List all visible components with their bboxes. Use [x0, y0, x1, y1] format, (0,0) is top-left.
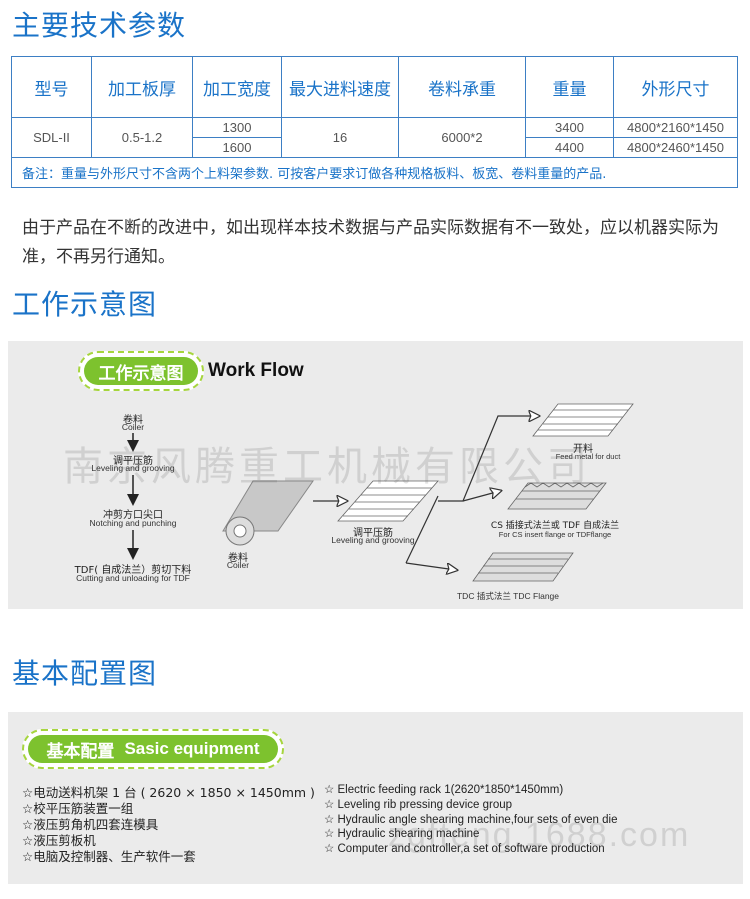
cell-coil-weight: 6000*2 [398, 117, 526, 158]
cs-label-en: For CS insert flange or TDFflange [498, 530, 612, 539]
list-item: ☆ Hydraulic angle shearing machine,four … [324, 813, 618, 826]
params-section-title: 主要技术参数 [12, 9, 187, 42]
step-4-en: Cutting and unloading for TDF [76, 573, 190, 583]
list-item: ☆ Electric feeding rack 1(2620*1850*1450… [324, 784, 564, 796]
header-thickness: 加工板厚 [91, 56, 193, 118]
tdc-label: TDC 插式法兰 TDC Flange [456, 591, 559, 601]
header-width: 加工宽度 [192, 56, 282, 118]
feed-metal-plate-icon [532, 403, 634, 437]
coiler-label-en: Coiler [226, 560, 250, 570]
table-row: SDL-II 0.5-1.2 1300 16 6000*2 3400 4800*… [11, 117, 738, 158]
cell-weight-1: 3400 [525, 117, 614, 138]
coil-icon [222, 480, 314, 546]
leveling-label-cn: 调平压筋 [353, 528, 393, 539]
cell-width-2: 1600 [192, 137, 282, 158]
list-item: ☆液压剪板机 [22, 833, 96, 848]
list-item: ☆ Leveling rib pressing device group [324, 798, 513, 811]
list-item: ☆液压剪角机四套连模具 [22, 817, 159, 832]
header-speed: 最大进料速度 [281, 56, 399, 118]
cell-dimensions-2: 4800*2460*1450 [613, 137, 738, 158]
workflow-diagram [127, 403, 634, 582]
basic-badge-cn: 基本配置 [46, 741, 115, 762]
params-table: 型号 加工板厚 加工宽度 最大进料速度 卷料承重 重量 外形尺寸 SDL-II … [11, 56, 738, 188]
cell-dimensions-1: 4800*2160*1450 [613, 117, 738, 138]
step-2-en: Leveling and grooving [91, 463, 175, 473]
header-coil-weight: 卷料承重 [398, 56, 526, 118]
header-weight: 重量 [525, 56, 614, 118]
disclaimer-text: 由于产品在不断的改进中，如出现样本技术数据与产品实际数据有不一致处，应以机器实际… [22, 218, 719, 267]
step-1-cn: 卷料 [123, 415, 143, 426]
watermark-url: zgfteng.1688.com [388, 816, 691, 854]
cell-thickness: 0.5-1.2 [91, 117, 193, 158]
basic-badge: 基本配置 Sasic equipment [22, 729, 284, 769]
feed-label-en: Feed metal for duct [555, 452, 621, 461]
cs-label-cn: CS 插接式法兰或 TDF 自成法兰 [490, 521, 620, 531]
step-4-cn: TDF( 自成法兰）剪切下料 [74, 565, 192, 576]
header-dimensions: 外形尺寸 [613, 56, 738, 118]
basic-badge-inner: 基本配置 Sasic equipment [28, 735, 278, 763]
table-note-row: 备注：重量与外形尺寸不含两个上料架参数. 可按客户要求订做各种规格板料、板宽、卷… [11, 157, 738, 188]
cell-width-1: 1300 [192, 117, 282, 138]
workflow-badge: 工作示意图 [78, 351, 204, 391]
list-item: ☆校平压筋装置一组 [22, 801, 134, 816]
workflow-section-title: 工作示意图 [12, 288, 158, 321]
list-item: ☆电脑及控制器、生产软件一套 [22, 849, 196, 864]
coiler-label-cn: 卷料 [228, 553, 248, 564]
cell-model: SDL-II [11, 117, 92, 158]
cell-weight-2: 4400 [525, 137, 614, 158]
step-3-cn: 冲剪方口尖口 [103, 510, 163, 521]
workflow-panel: 工作示意图 Work Flow 卷料 Coiler 调平压筋 Leveling … [8, 341, 743, 609]
cs-flange-plate-icon [507, 482, 607, 510]
basic-list-cn: ☆电动送料机架 1 台 ( 2620 × 1850 × 1450mm ) ☆校平… [22, 785, 322, 865]
table-header-row: 型号 加工板厚 加工宽度 最大进料速度 卷料承重 重量 外形尺寸 [11, 56, 738, 118]
config-section-title: 基本配置图 [12, 657, 158, 690]
list-item: ☆ Computer and controller,a set of softw… [324, 843, 605, 856]
workflow-badge-label: 工作示意图 [84, 357, 198, 385]
step-3-en: Notching and punching [89, 518, 177, 528]
leveling-label-en: Leveling and grooving [331, 535, 415, 545]
basic-list-en: ☆ Electric feeding rack 1(2620*1850*1450… [324, 783, 739, 857]
list-item: ☆ Hydraulic shearing machine [324, 828, 480, 841]
cell-speed: 16 [281, 117, 399, 158]
header-model: 型号 [11, 56, 92, 118]
basic-badge-en: Sasic equipment [124, 739, 260, 758]
watermark-text: 南京风腾重工机械有限公司 [63, 444, 591, 490]
workflow-title-en: Work Flow [208, 360, 304, 381]
leveling-plate-icon [337, 480, 439, 522]
step-2-cn: 调平压筋 [113, 456, 153, 467]
list-item: ☆电动送料机架 1 台 ( 2620 × 1850 × 1450mm ) [22, 785, 315, 800]
tdc-flange-plate-icon [472, 552, 574, 582]
basic-equipment-panel: 基本配置 Sasic equipment ☆电动送料机架 1 台 ( 2620 … [8, 712, 743, 884]
step-1-en: Coiler [121, 422, 145, 432]
table-note: 备注：重量与外形尺寸不含两个上料架参数. 可按客户要求订做各种规格板料、板宽、卷… [11, 157, 738, 188]
feed-label-cn: 开料 [573, 444, 593, 455]
